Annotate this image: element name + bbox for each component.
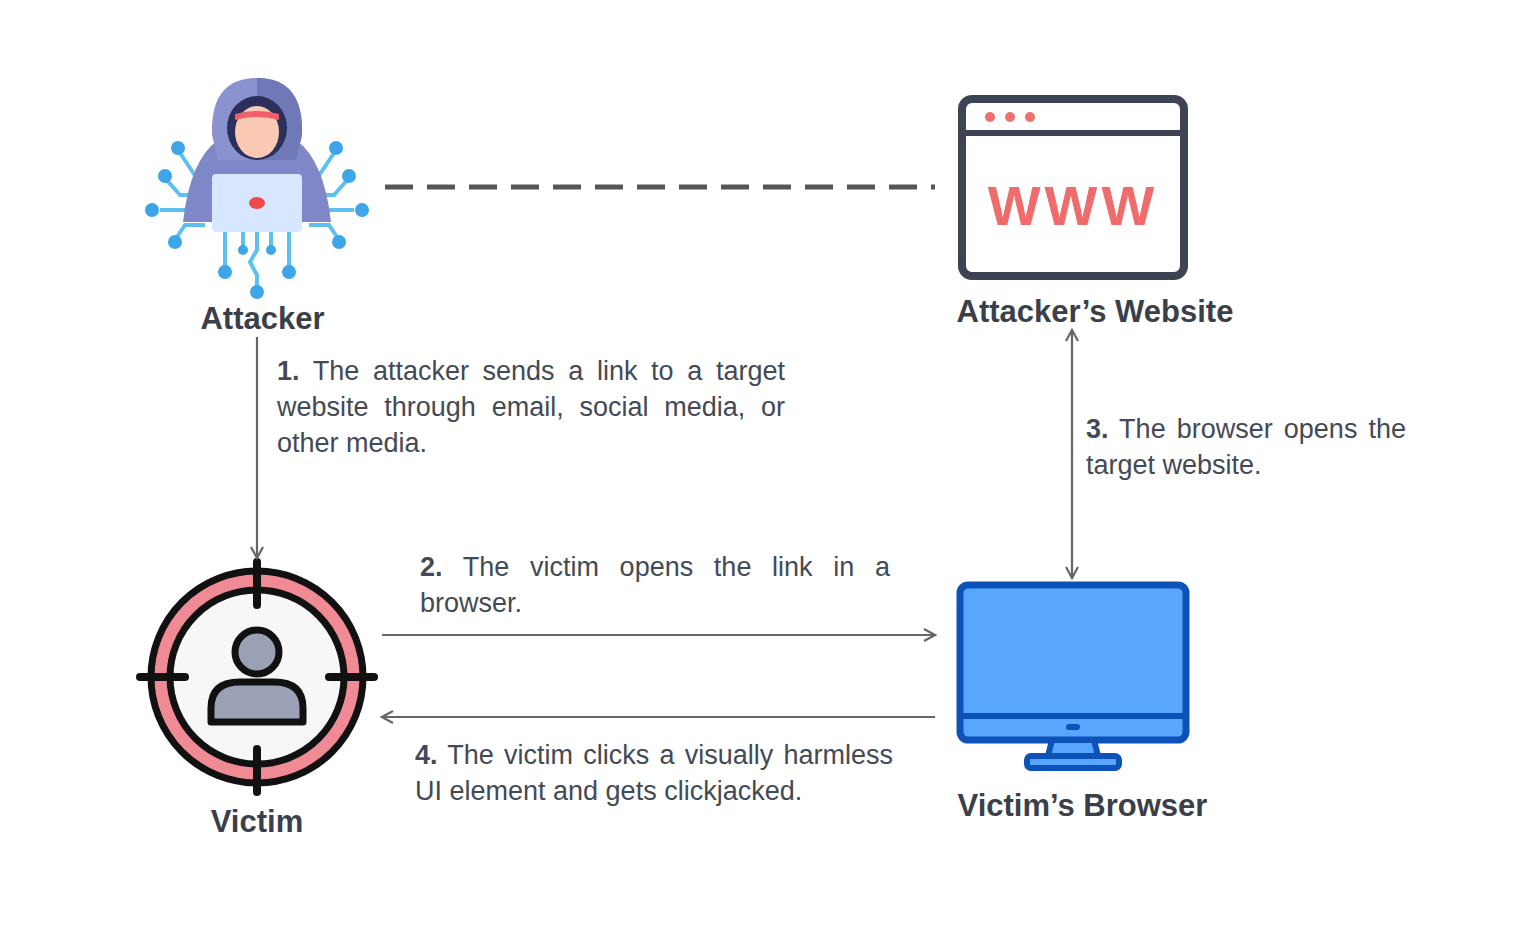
drawing-part: [253, 749, 261, 792]
www-text: WWW: [988, 178, 1159, 234]
step-label: 1. The attacker sends a link to a target…: [277, 353, 785, 461]
drawing-part: [960, 713, 1186, 719]
dashed-link: [385, 185, 935, 190]
arrow-connector: [382, 634, 935, 636]
drawing-part: [211, 682, 303, 722]
step-label: 2. The victim opens the link in a browse…: [420, 549, 890, 621]
website-window: [962, 99, 1184, 276]
drawing-part: [218, 265, 232, 279]
drawing-part: [235, 630, 279, 674]
drawing-part: [960, 585, 1186, 740]
drawing-part: [227, 96, 287, 160]
drawing-part: [249, 197, 265, 209]
icon-node: Victim’s Browser: [935, 578, 1230, 824]
drawing-part: [1025, 112, 1035, 122]
step-number: 3.: [1086, 414, 1109, 444]
drawing-part: [329, 673, 374, 681]
drawing-part: [250, 285, 264, 299]
drawing-part: [282, 265, 296, 279]
drawing-part: [171, 141, 185, 155]
step-number: 2.: [420, 552, 443, 582]
drawing-part: [225, 232, 289, 290]
drawing-part: [329, 141, 343, 155]
drawing-part: [140, 673, 185, 681]
drawing-part: [158, 169, 172, 183]
drawing-part: [212, 174, 302, 232]
drawing-part: [985, 112, 995, 122]
drawing-part: [238, 245, 248, 255]
step-text: The victim clicks a visually harmless UI…: [415, 740, 893, 806]
drawing-part: [1066, 724, 1080, 730]
attacker-icon: [145, 141, 369, 299]
drawing-part: [1005, 112, 1015, 122]
drawing-part: [168, 235, 182, 249]
drawing-part: [266, 245, 276, 255]
step-label: 3. The browser opens the target website.: [1086, 411, 1406, 483]
node-label: Victim: [211, 803, 303, 840]
drawing-part: [1027, 756, 1119, 768]
step-text: The victim opens the link in a browser.: [420, 552, 890, 618]
arrow-connector: [1071, 330, 1073, 578]
drawing-part: [145, 141, 369, 299]
victim-target: [140, 562, 374, 792]
drawing-part: [235, 111, 279, 120]
drawing-part: [962, 99, 1184, 276]
drawing-part: [342, 169, 356, 183]
monitor: [960, 585, 1186, 768]
step-text: The browser opens the target website.: [1086, 414, 1406, 480]
node-label: Attacker: [200, 300, 324, 337]
drawing-part: [355, 203, 369, 217]
step-text: The attacker sends a link to a target we…: [277, 356, 785, 458]
step-number: 1.: [277, 356, 300, 386]
step-number: 4.: [415, 740, 438, 770]
drawing-part: [212, 78, 302, 160]
drawing-part: [962, 130, 1184, 136]
drawing-part: [235, 106, 279, 158]
drawing-part: [170, 590, 344, 764]
arrow-connector: [382, 716, 935, 718]
node-label: Victim’s Browser: [958, 787, 1208, 824]
attacker-figure: [183, 78, 331, 232]
drawing-part: [145, 203, 159, 217]
icon-node: Attacker: [140, 75, 385, 337]
icon-node: Victim: [132, 558, 382, 840]
step-label: 4. The victim clicks a visually harmless…: [415, 737, 893, 809]
arrow-connector: [256, 337, 258, 558]
drawing-part: [332, 235, 346, 249]
drawing-part: [253, 562, 261, 605]
node-label: Attacker’s Website: [957, 293, 1234, 330]
